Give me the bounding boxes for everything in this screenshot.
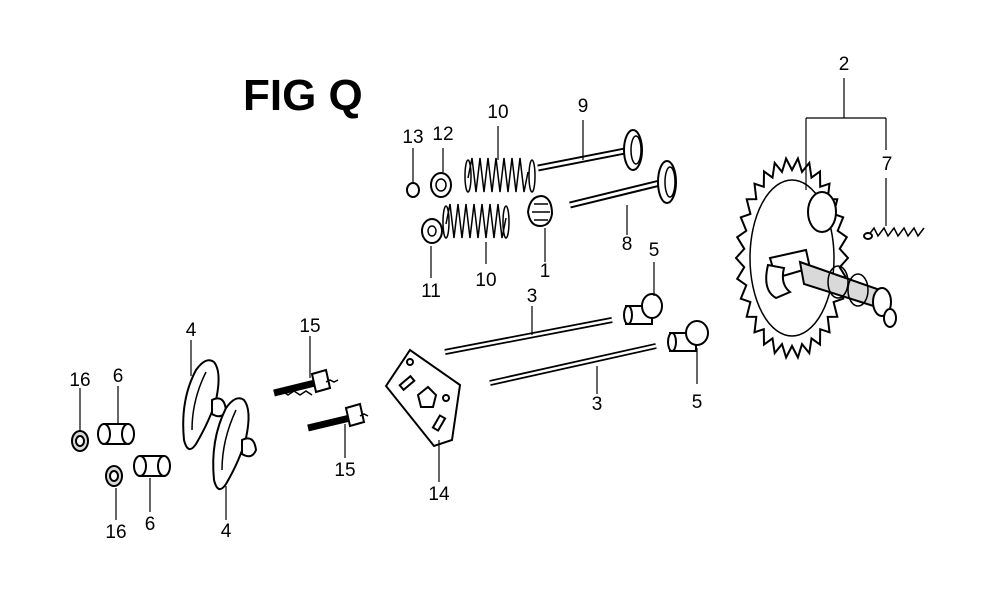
callout-3-lower: 3: [592, 394, 603, 415]
callout-10-lower: 10: [475, 270, 496, 291]
valve-9: [537, 129, 643, 172]
callout-13: 13: [402, 127, 423, 148]
callout-7: 7: [882, 154, 893, 175]
valve-keeper-13: [406, 182, 420, 198]
tappet-lower: [667, 320, 709, 352]
rocker-arm-lower: [212, 397, 258, 491]
pivot-nut-upper: [97, 423, 135, 445]
valve-spring-lower: [442, 203, 510, 239]
callout-3-upper: 3: [527, 286, 538, 307]
callout-4-upper: 4: [186, 320, 197, 341]
valve-8: [569, 160, 677, 209]
valve-seal-1: [526, 194, 554, 228]
rocker-stud-lower: [307, 402, 369, 432]
pivot-nut-lower: [133, 455, 171, 477]
callout-2: 2: [839, 54, 850, 75]
callout-8: 8: [622, 234, 633, 255]
callout-16-upper: 16: [69, 370, 90, 391]
callout-11: 11: [421, 281, 441, 302]
callout-1: 1: [540, 261, 551, 282]
leader-lines: [79, 78, 887, 520]
callout-6-lower: 6: [145, 514, 156, 535]
callout-6-upper: 6: [113, 366, 124, 387]
lock-nut-upper: [71, 430, 89, 452]
push-rod-lower: [489, 343, 657, 386]
callout-12: 12: [432, 124, 453, 145]
callout-16-lower: 16: [105, 522, 126, 543]
valve-spring-upper: [464, 157, 536, 193]
lock-nut-lower: [105, 465, 123, 487]
camshaft-gear: [734, 155, 897, 361]
rocker-arm-upper: [182, 359, 228, 451]
rocker-stud-upper: [273, 368, 339, 397]
valve-retainer-11: [421, 218, 443, 244]
callout-15-lower: 15: [334, 460, 355, 481]
callout-10-upper: 10: [487, 102, 508, 123]
figure-title: FIG Q: [243, 71, 363, 120]
callout-9: 9: [578, 96, 589, 117]
callout-5-lower: 5: [692, 392, 703, 413]
push-rod-upper: [444, 317, 613, 355]
callout-4-lower: 4: [221, 521, 232, 542]
gear-spring: [863, 226, 925, 240]
callout-14: 14: [428, 484, 450, 505]
push-rod-guide-plate: [384, 348, 462, 448]
callout-5-upper: 5: [649, 240, 660, 261]
tappet-upper: [623, 293, 663, 325]
valve-retainer-12: [430, 172, 452, 198]
callout-15-upper: 15: [299, 316, 320, 337]
